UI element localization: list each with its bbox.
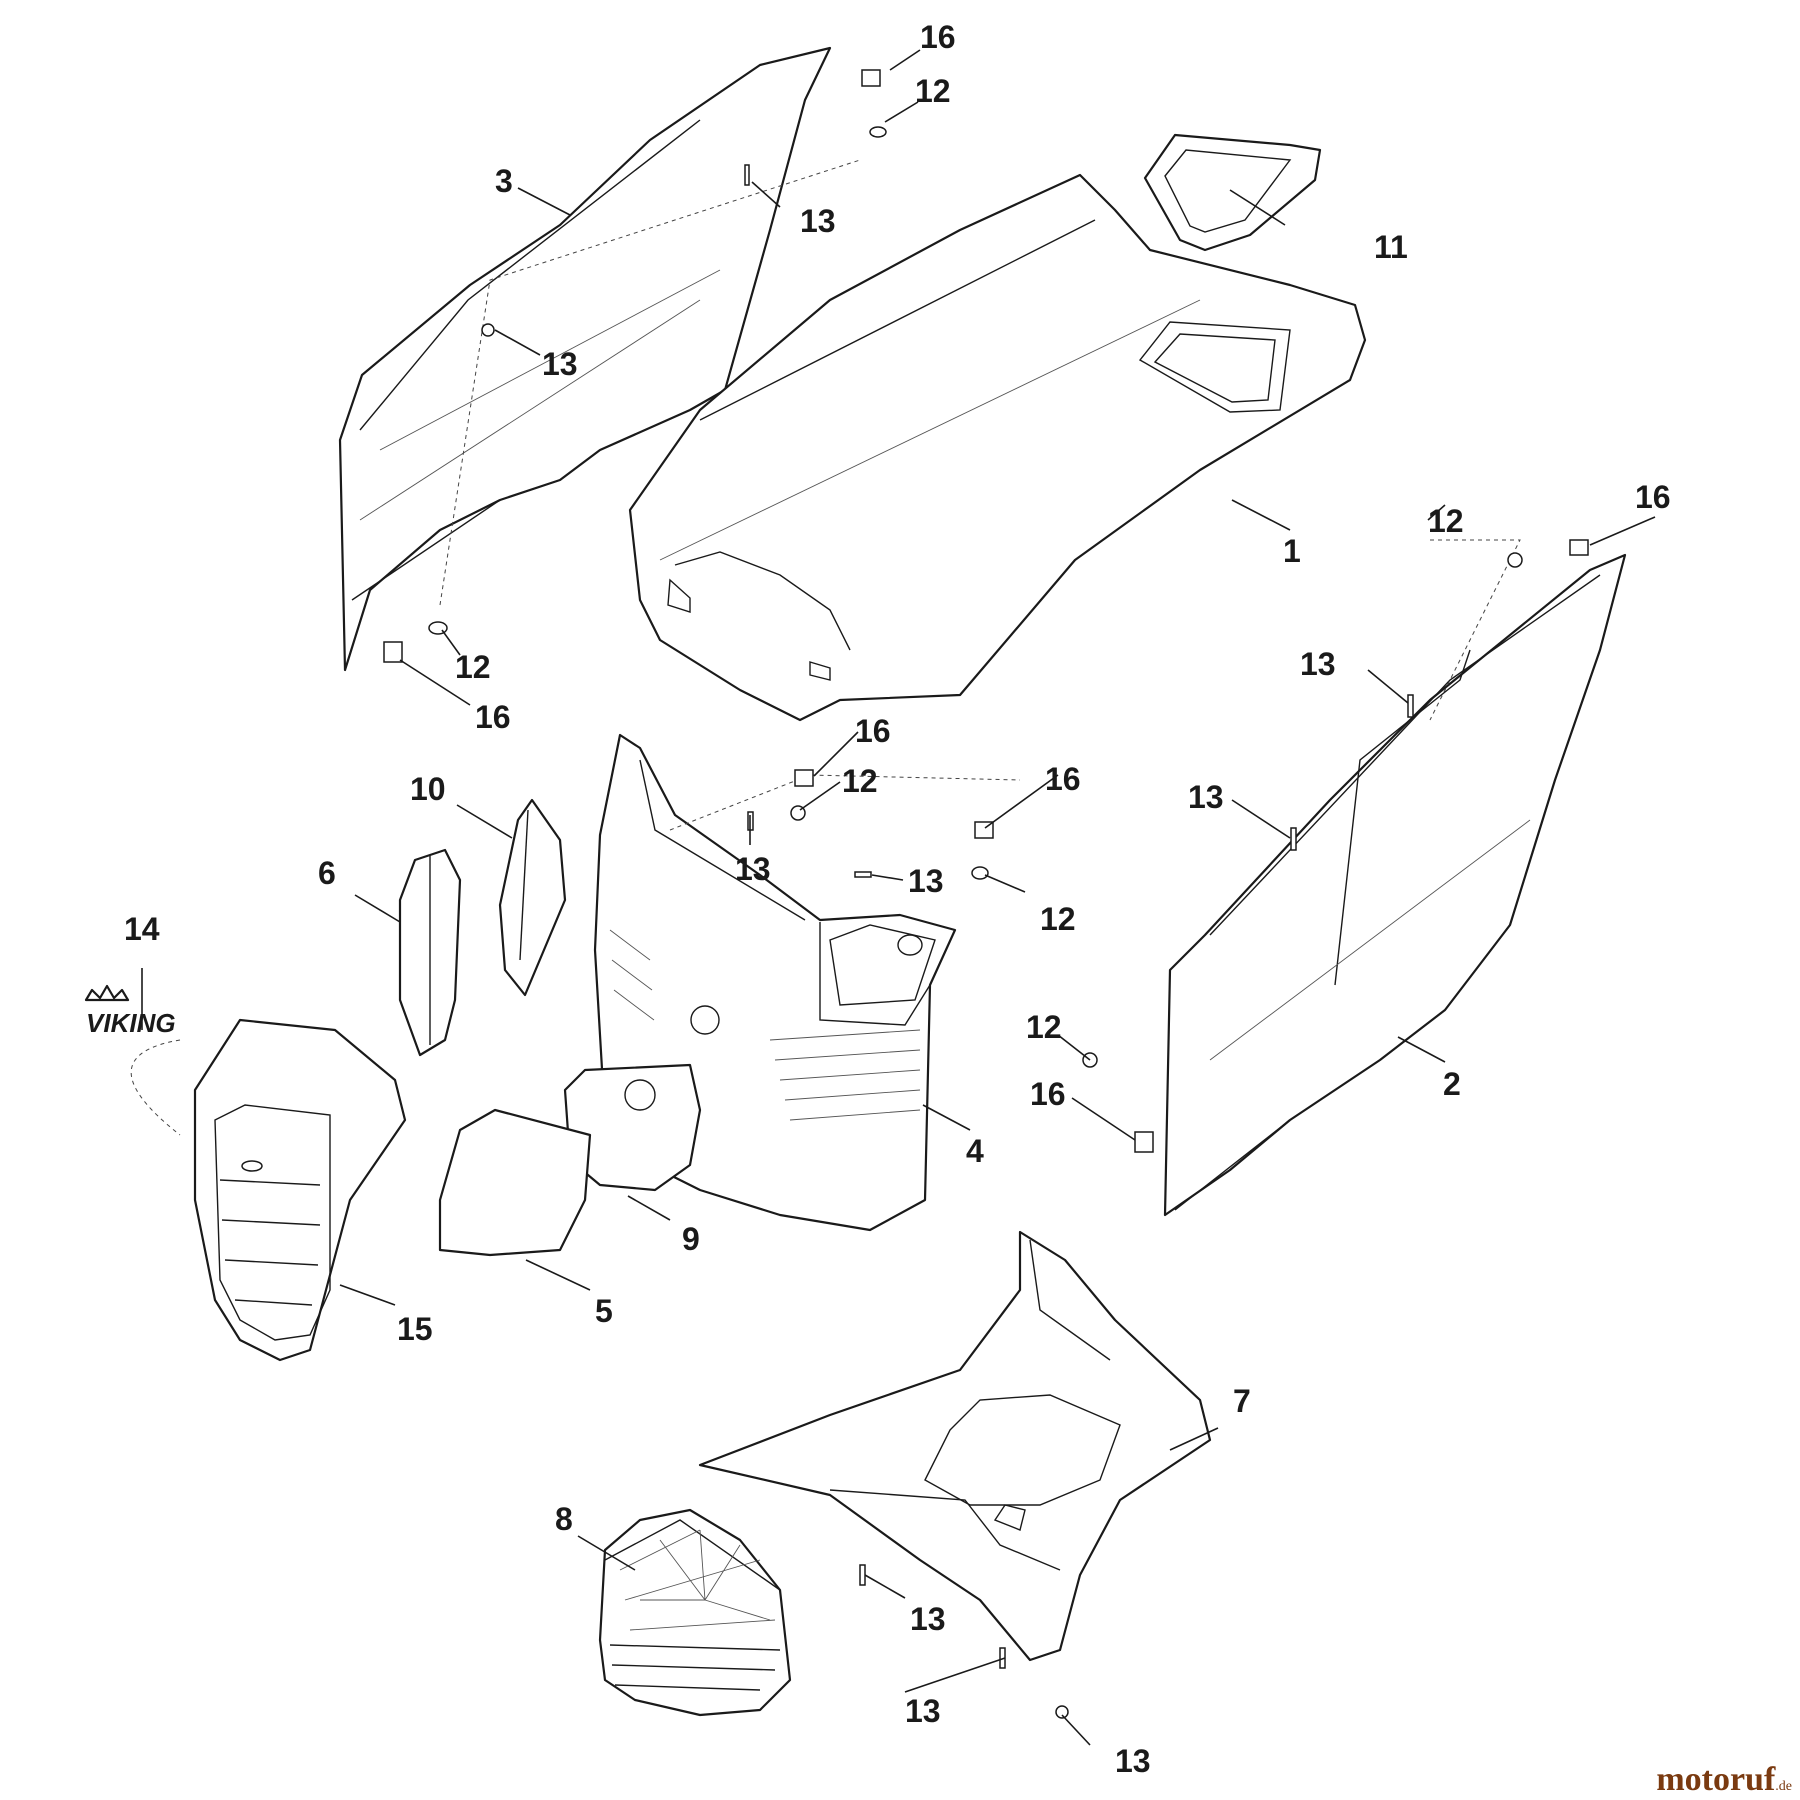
callout-14: 14	[124, 911, 160, 947]
callout-4: 4	[966, 1133, 984, 1169]
nut-12-c	[1507, 552, 1523, 568]
callout-6: 6	[318, 855, 336, 891]
bolt-13-c	[1407, 694, 1414, 718]
bolt-13-a	[744, 164, 750, 186]
part-5-headlight-lens	[438, 1108, 592, 1257]
callout-13-b: 13	[542, 346, 578, 382]
clip-16-d	[1134, 1131, 1154, 1153]
callout-13-i: 13	[1115, 1743, 1151, 1779]
callout-11: 11	[1374, 229, 1408, 265]
bolt-13-f	[854, 871, 872, 878]
callout-13-g: 13	[910, 1601, 946, 1637]
clip-16-a	[861, 69, 881, 87]
watermark: motoruf.de	[1656, 1761, 1792, 1798]
callout-16-c: 16	[1635, 479, 1671, 515]
bolt-13-b	[481, 323, 495, 337]
part-1-hood	[628, 173, 1367, 722]
callout-10: 10	[410, 771, 446, 807]
callout-5: 5	[595, 1293, 613, 1329]
callout-13-d: 13	[1188, 779, 1224, 815]
part-7-lower-guard	[698, 1230, 1212, 1662]
clip-16-e	[794, 769, 814, 787]
callout-7: 7	[1233, 1383, 1251, 1419]
callout-16-a: 16	[920, 19, 956, 55]
nut-12-f	[971, 866, 989, 880]
part-10-lens	[498, 798, 567, 997]
part-6-light-housing	[398, 848, 462, 1057]
watermark-name: motoruf.de	[1656, 1761, 1792, 1798]
part-14-brand-emblem: VIKING	[84, 984, 176, 1038]
callout-12-a: 12	[915, 73, 951, 109]
part-8-fan	[598, 1508, 792, 1717]
part-3-left-side-panel	[338, 46, 832, 672]
callout-8: 8	[555, 1501, 573, 1537]
part-15-grille	[193, 1018, 407, 1362]
callout-16-e: 16	[1045, 761, 1081, 797]
callout-3: 3	[495, 163, 513, 199]
clip-16-b	[383, 641, 403, 663]
callout-16-b: 16	[475, 699, 511, 735]
callout-12-c: 12	[1428, 503, 1464, 539]
callout-13-a: 13	[800, 203, 836, 239]
crown-icon	[84, 984, 130, 1002]
watermark-suffix: .de	[1775, 1779, 1792, 1794]
bolt-13-g	[859, 1564, 866, 1586]
callout-15: 15	[397, 1311, 433, 1347]
callout-16-f: 16	[1030, 1076, 1066, 1112]
part-2-right-side-panel	[1163, 553, 1627, 1217]
assembly-dashed-lines	[130, 159, 1521, 1136]
brand-text: VIKING	[86, 1008, 176, 1038]
callout-13-e: 13	[735, 851, 771, 887]
callout-12-d: 12	[842, 763, 878, 799]
leader-lines	[141, 49, 1656, 1746]
watermark-name-text: motoruf	[1656, 1761, 1776, 1798]
bolt-13-d	[1290, 827, 1297, 851]
callout-12-e: 12	[1040, 901, 1076, 937]
callout-16-d: 16	[855, 713, 891, 749]
callout-9: 9	[682, 1221, 700, 1257]
callout-2: 2	[1443, 1066, 1461, 1102]
bolt-13-i	[1055, 1705, 1069, 1719]
nut-12-a	[869, 126, 887, 138]
callout-numbers: 1 2 3 4 5 6 7 8 9 10 11 14 15 12 12 12 1…	[124, 19, 1671, 1779]
callout-12-b: 12	[455, 649, 491, 685]
callout-12-f: 12	[1026, 1009, 1062, 1045]
callout-1: 1	[1283, 533, 1301, 569]
callout-13-c: 13	[1300, 646, 1336, 682]
callout-13-h: 13	[905, 1693, 941, 1729]
clip-16-c	[1569, 539, 1589, 556]
callout-13-f: 13	[908, 863, 944, 899]
